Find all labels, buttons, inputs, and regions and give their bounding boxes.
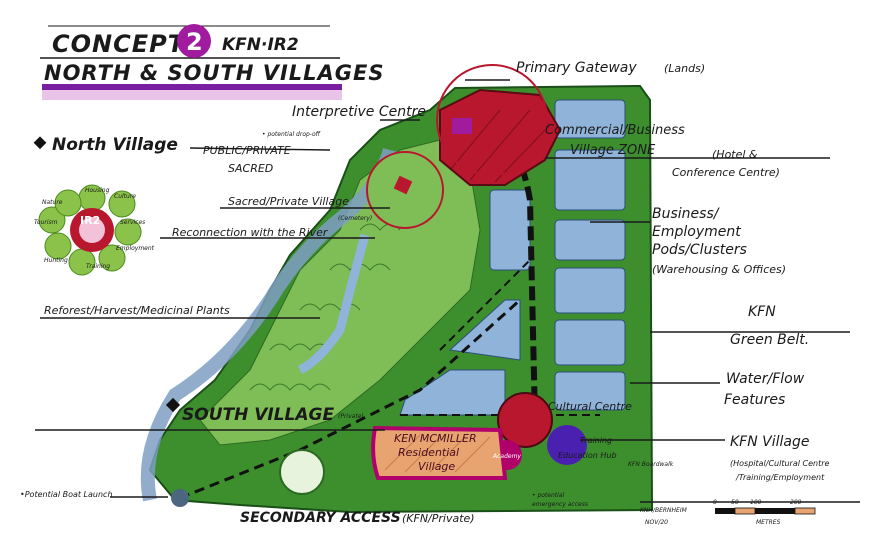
legend-item-tourism: Tourism xyxy=(34,219,58,226)
date-label: NOV/20 xyxy=(645,519,668,526)
metres-label: METRES xyxy=(756,519,781,526)
emergency-label-2: emergency access xyxy=(532,501,588,508)
south-village-marker xyxy=(165,397,181,413)
page-subtitle: NORTH & SOUTH VILLAGES xyxy=(44,61,385,85)
north-village-label: North Village xyxy=(52,135,178,155)
kfn-village-note-1: (Hospital/Cultural Centre xyxy=(730,459,830,468)
water-flow-label-1: Water/Flow xyxy=(726,371,805,387)
emergency-label-1: • potential xyxy=(532,492,564,499)
north-village-marker xyxy=(33,136,47,150)
legend-wheel: IR2 Housing Culture Services Employment … xyxy=(34,184,155,276)
legend-item-hunting: Hunting xyxy=(44,257,68,264)
kfn-village-note-2: /Training/Employment xyxy=(735,473,825,482)
interpretive-centre-label: Interpretive Centre xyxy=(292,104,426,120)
concept-number-badge xyxy=(177,24,211,58)
sacred-building xyxy=(393,175,413,195)
scale-tick-100: 100 xyxy=(750,499,762,506)
legend-center-label: IR2 xyxy=(80,214,100,227)
reconnection-label: Reconnection with the River xyxy=(172,226,329,239)
scale-bar-seg-4 xyxy=(794,507,816,515)
interpretive-building xyxy=(452,118,472,134)
scale-bar-seg-3 xyxy=(755,508,795,514)
green-belt-label-2: Green Belt. xyxy=(730,332,809,348)
primary-gateway-note: (Lands) xyxy=(664,62,705,75)
water-flow-label-2: Features xyxy=(724,392,785,408)
cultural-centre-circle xyxy=(497,392,553,448)
scale-bar-seg-1 xyxy=(715,508,735,514)
plan-labels: Primary Gateway (Lands) Interpretive Cen… xyxy=(20,60,830,526)
sacred-label: SACRED xyxy=(228,162,273,175)
author-label: KNH/BERNHEIM xyxy=(640,507,688,514)
cultural-centre-label: Cultural Centre xyxy=(548,400,632,413)
title-highlight-bar xyxy=(42,88,342,100)
residential-village xyxy=(371,425,508,480)
concept-number: 2 xyxy=(186,28,204,56)
secondary-access-label: SECONDARY ACCESS xyxy=(240,510,401,526)
legend-item-nature: Nature xyxy=(42,199,63,206)
training-circle xyxy=(547,425,587,465)
inner-loop-road xyxy=(400,259,600,416)
legend-item-employment: Employment xyxy=(116,245,155,252)
title-block: CONCEPT 2 KFN·IR2 NORTH & SOUTH VILLAGES xyxy=(40,24,385,100)
secondary-access-note: (KFN/Private) xyxy=(402,512,475,525)
river xyxy=(140,147,397,502)
ken-mcmiller-label-3: Village xyxy=(418,460,455,473)
leader-lines xyxy=(35,79,860,503)
boat-launch-label: •Potential Boat Launch xyxy=(20,490,113,499)
scale-tick-200: 200 xyxy=(790,499,802,506)
private-label: (Private) xyxy=(338,413,364,420)
village-zone-label: Village ZONE xyxy=(570,143,656,158)
south-roundabout xyxy=(279,449,325,495)
legend-item-services: Services xyxy=(120,219,145,226)
river-inlet xyxy=(297,233,370,375)
potential-drop-label: • potential drop-off xyxy=(262,131,321,138)
primary-gateway-circle xyxy=(436,64,548,176)
public-private-label: PUBLIC/PRIVATE xyxy=(203,144,291,157)
legend-item-training: Training xyxy=(86,263,110,270)
secondary-road xyxy=(179,298,522,500)
business-parcels xyxy=(399,99,626,416)
kfn-village-label: KFN Village xyxy=(730,434,809,450)
legend-item-housing: Housing xyxy=(85,187,110,194)
boat-launch-marker xyxy=(171,489,189,507)
site-plan xyxy=(140,64,654,514)
green-belt-label-1: KFN xyxy=(748,304,776,320)
legend-item-culture: Culture xyxy=(114,193,136,200)
ken-mcmiller-label-1: KEN MCMILLER xyxy=(394,432,477,445)
business-label-4: (Warehousing & Offices) xyxy=(652,263,786,276)
commercial-business-label: Commercial/Business xyxy=(545,123,685,138)
sacred-private-label: Sacred/Private Village xyxy=(228,195,349,208)
reforest-label: Reforest/Harvest/Medicinal Plants xyxy=(44,304,230,317)
training-label-2: Education Hub xyxy=(558,451,617,460)
south-village-label: SOUTH VILLAGE xyxy=(182,405,334,425)
scale-bar-seg-2 xyxy=(734,507,756,515)
cemetery-label: (Cemetery) xyxy=(338,215,372,222)
scale-tick-0: 0 xyxy=(713,499,717,506)
scale-bar-block: KNH/BERNHEIM NOV/20 0 50 100 200 METRES xyxy=(640,499,816,526)
business-label-2: Employment xyxy=(652,224,741,240)
kfn-boardwalk-label: KFN Boardwalk xyxy=(628,461,674,468)
conference-label: Conference Centre) xyxy=(672,166,780,179)
academy-label: Academy xyxy=(492,453,521,460)
scale-tick-50: 50 xyxy=(731,499,739,506)
hotel-label: (Hotel & xyxy=(712,148,758,161)
ken-mcmiller-label-2: Residential xyxy=(398,446,459,459)
primary-gateway-label: Primary Gateway xyxy=(516,60,637,76)
business-label-1: Business/ xyxy=(652,206,720,222)
training-label-1: Training xyxy=(580,436,612,445)
concept-prefix: CONCEPT xyxy=(52,30,186,58)
concept-code: KFN·IR2 xyxy=(222,35,299,55)
title-purple-bar xyxy=(42,84,342,90)
business-label-3: Pods/Clusters xyxy=(652,242,747,258)
commercial-zone xyxy=(439,88,562,186)
